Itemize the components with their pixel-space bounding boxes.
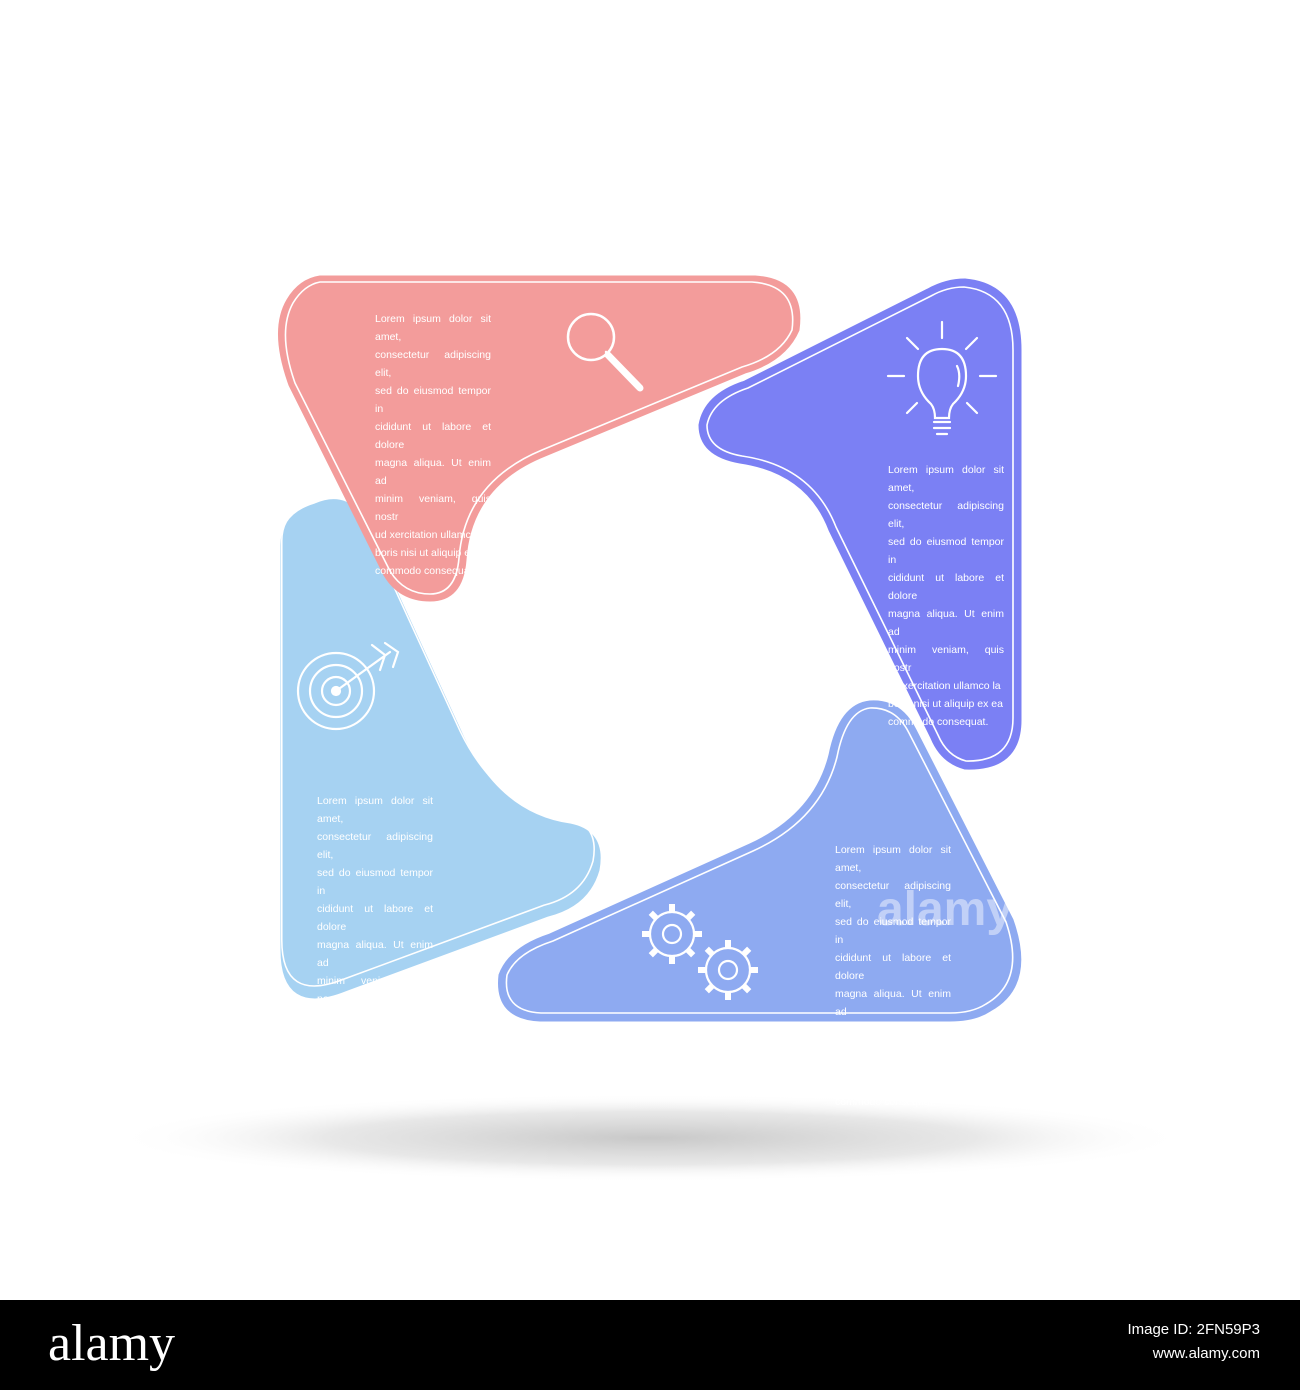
text-line: minim veniam, quis nostr [835,1024,951,1054]
text-line: commodo consequat. [317,1047,418,1059]
text-line: consectetur adipiscing elit, [835,880,951,910]
diagram-canvas: alamy Lorem ipsum dolor sit amet, consect… [110,275,1190,1182]
text-line: magna aliqua. Ut enim ad [835,988,951,1018]
text-line: sed do eiusmod tempor in [835,916,951,946]
stock-footer: alamy Image ID: 2FN59P3 www.alamy.com [0,1300,1300,1390]
text-line: consectetur adipiscing elit, [317,831,433,861]
text-line: commodo consequat. [375,565,476,577]
text-block-left: Lorem ipsum dolor sit amet, consectetur a… [317,792,433,1062]
cycle-diagram: alamy [110,275,1190,1182]
footer-meta: Image ID: 2FN59P3 www.alamy.com [1127,1318,1260,1366]
text-line: ud xercitation ullamco la [835,1060,948,1072]
panel-bottom-outline [505,707,1014,1014]
text-line: sed do eiusmod tempor in [888,536,1004,566]
magnifier-icon [566,312,644,392]
panel-bottom [498,700,1022,1022]
text-block-bottom: Lorem ipsum dolor sit amet, consectetur a… [835,841,951,1111]
panel-top-outline [284,281,794,595]
text-line: minim veniam, quis nostr [888,644,1004,674]
text-line: boris nisi ut aliquip ex ea [375,547,490,559]
text-line: minim veniam, quis nostr [375,493,491,523]
text-block-top: Lorem ipsum dolor sit amet, consectetur a… [375,310,491,580]
gears-icon [642,904,758,1000]
panel-right [698,278,1022,770]
text-line: sed do eiusmod tempor in [317,867,433,897]
text-line: magna aliqua. Ut enim ad [317,939,433,969]
text-line: boris nisi ut aliquip ex ea [317,1029,432,1041]
text-line: consectetur adipiscing elit, [375,349,491,379]
text-line: boris nisi ut aliquip ex ea [835,1078,950,1090]
text-line: magna aliqua. Ut enim ad [888,608,1004,638]
text-line: Lorem ipsum dolor sit amet, [317,795,433,825]
footer-site: www.alamy.com [1152,1345,1260,1362]
text-line: sed do eiusmod tempor in [375,385,491,415]
text-line: boris nisi ut aliquip ex ea [888,698,1003,710]
text-line: cididunt ut labore et dolore [835,952,951,982]
text-line: cididunt ut labore et dolore [375,421,491,451]
lightbulb-icon [886,320,998,436]
footer-image-id: Image ID: 2FN59P3 [1127,1321,1260,1338]
text-line: cididunt ut labore et dolore [888,572,1004,602]
text-line: Lorem ipsum dolor sit amet, [888,464,1004,494]
watermark: alamy [877,883,1013,936]
footer-brand: alamy [48,1315,176,1372]
text-line: Lorem ipsum dolor sit amet, [375,313,491,343]
panel-left-outline [280,496,595,987]
text-line: minim veniam, quis nostr [317,975,433,1005]
floor-shadow [110,1094,1190,1182]
text-line: ud xercitation ullamco la [317,1011,430,1023]
text-line: ud xercitation ullamco la [888,680,1001,692]
text-line: magna aliqua. Ut enim ad [375,457,491,487]
text-line: Lorem ipsum dolor sit amet, [835,844,951,874]
text-line: ud xercitation ullamco la [375,529,488,541]
text-block-right: Lorem ipsum dolor sit amet, consectetur a… [888,461,1004,731]
panel-top [278,275,801,602]
target-icon [296,641,400,731]
text-line: consectetur adipiscing elit, [888,500,1004,530]
text-line: commodo consequat. [888,716,989,728]
text-line: commodo consequat. [835,1096,936,1108]
panel-right-outline [706,286,1014,762]
text-line: cididunt ut labore et dolore [317,903,433,933]
